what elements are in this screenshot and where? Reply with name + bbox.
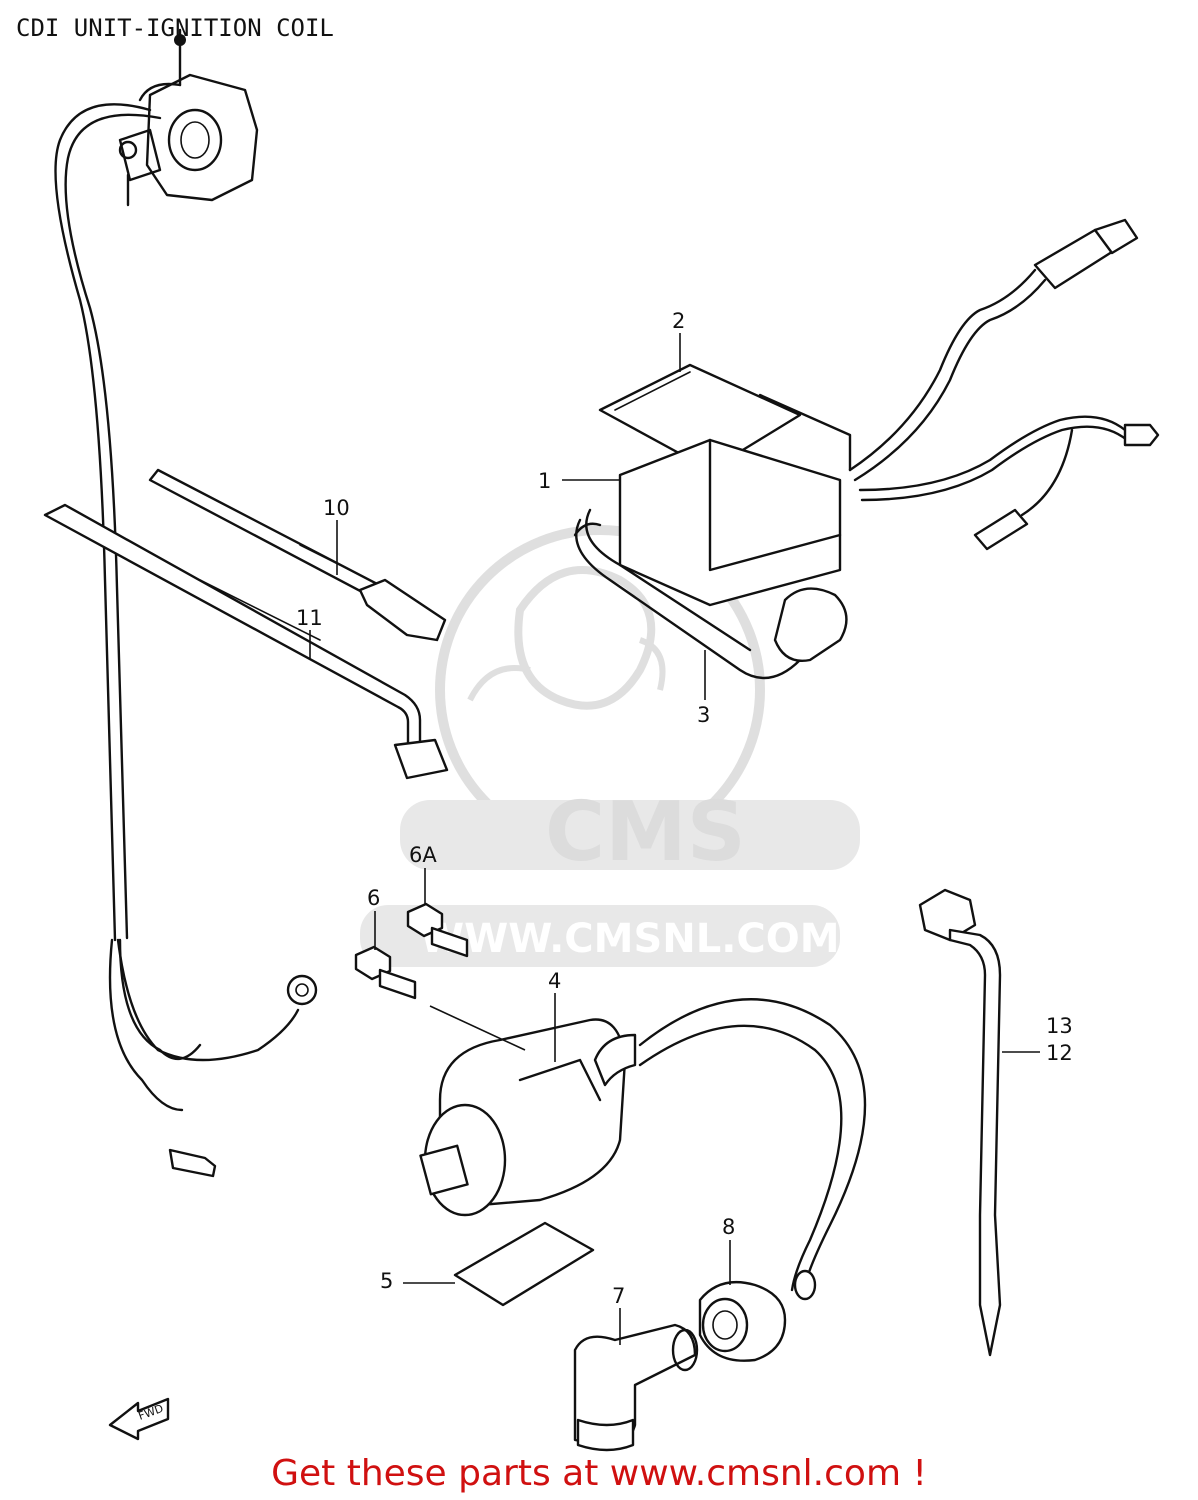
callout-6a: 6A [409,843,437,867]
callout-12: 12 [1046,1041,1073,1065]
callout-3: 3 [697,703,710,727]
cdi-unit [573,218,1160,680]
watermark-url: WWW.CMSNL.COM [420,916,840,962]
pickup-coil-assembly [54,28,318,1178]
leader-lines [309,333,1040,1345]
callout-11: 11 [296,606,323,630]
wire-clamp [918,888,1002,1357]
ignition-coil [419,998,867,1301]
spark-plug-cap [573,1323,699,1452]
bolt-6 [354,945,417,1000]
callout-5: 5 [380,1269,393,1293]
callout-1: 1 [538,469,551,493]
callout-4: 4 [548,969,561,993]
forward-arrow-icon: FWD [108,1397,170,1441]
bolt-6a [406,902,469,958]
cms-watermark: CMS WWW.CMSNL.COM [360,525,860,967]
rubber-seal [698,1281,787,1362]
callout-10: 10 [323,496,350,520]
callout-7: 7 [612,1284,625,1308]
band-11 [43,503,449,780]
watermark-brand: CMS [545,785,746,880]
band-10 [148,468,447,642]
footer-link[interactable]: Get these parts at www.cmsnl.com ! [271,1453,927,1494]
callout-2: 2 [672,309,685,333]
callout-8: 8 [722,1215,735,1239]
callout-13: 13 [1046,1014,1073,1038]
rubber-pad [453,1221,595,1307]
callout-6: 6 [367,886,380,910]
